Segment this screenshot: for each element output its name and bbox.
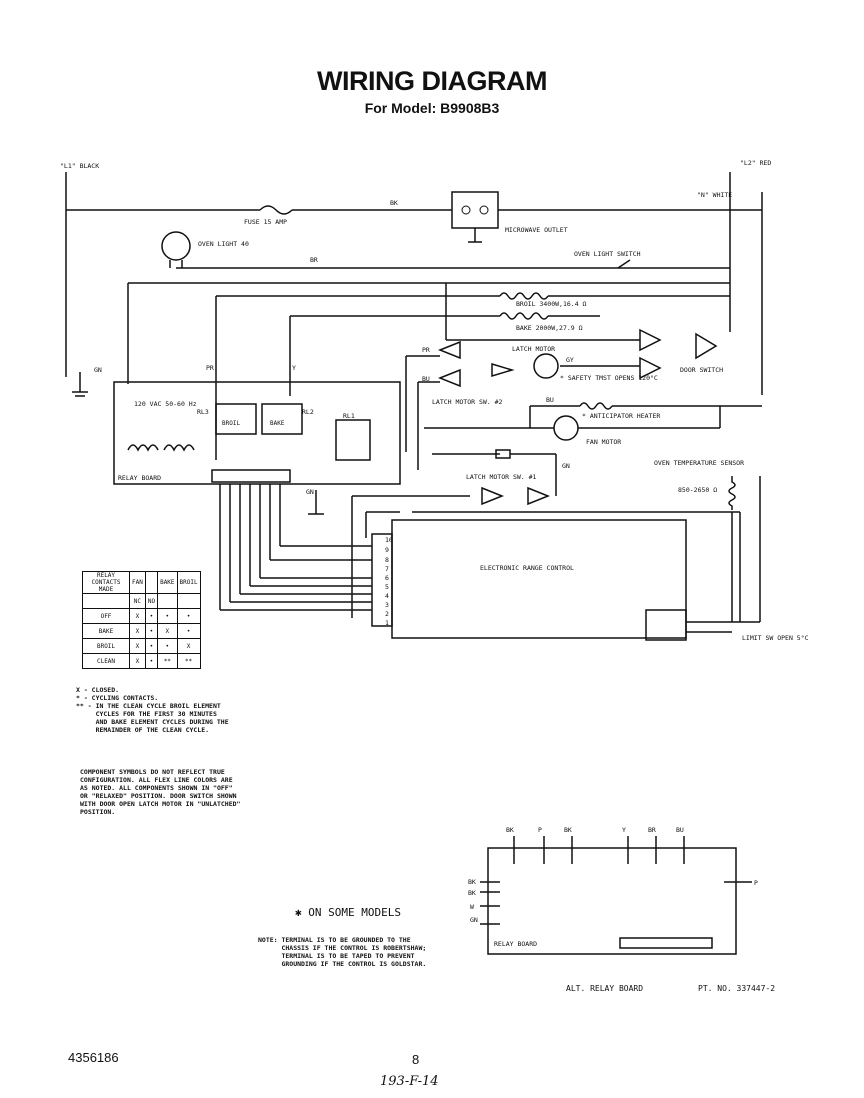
l1-label: "L1" BLACK: [60, 162, 99, 170]
rl3-relay: [215, 403, 257, 435]
svg-text:GN: GN: [470, 916, 478, 924]
svg-text:9: 9: [385, 546, 389, 554]
rl2-relay: [261, 403, 303, 435]
bake-element: [499, 312, 549, 320]
svg-text:7: 7: [385, 565, 389, 573]
electronic-range-control: [391, 519, 687, 639]
svg-text:BU: BU: [676, 826, 684, 834]
bake-label: BAKE 2000W,27.9 Ω: [516, 324, 583, 332]
latch-motor-sw1-label: LATCH MOTOR SW. #1: [466, 473, 537, 481]
svg-text:BROIL: BROIL: [222, 420, 240, 427]
oven-temp-sensor-label: OVEN TEMPERATURE SENSOR: [654, 459, 744, 467]
legend-note: X - CLOSED. * - CYCLING CONTACTS. ** - I…: [76, 686, 229, 734]
alt-relay-board: [487, 847, 737, 955]
svg-text:RELAY BOARD: RELAY BOARD: [494, 940, 537, 948]
svg-text:BAKE: BAKE: [270, 420, 285, 427]
svg-text:BK: BK: [468, 878, 476, 886]
table-row: RELAY CONTACTS MADE FAN BAKE BROIL: [82, 571, 201, 594]
oven-temp-sensor: [728, 476, 736, 510]
vac-label: 120 VAC 50-60 Hz: [134, 400, 197, 408]
svg-text:BR: BR: [310, 256, 318, 264]
relay-contacts-table: RELAY CONTACTS MADE FAN BAKE BROIL NC NO…: [82, 571, 201, 669]
svg-text:GN: GN: [94, 366, 102, 374]
model-subtitle: For Model: B9908B3: [364, 100, 500, 116]
latch-motor: [533, 353, 559, 379]
fuse: [259, 205, 293, 215]
svg-text:RL2: RL2: [302, 408, 314, 416]
svg-text:3: 3: [385, 601, 389, 609]
safety-tmst-label: * SAFETY TMST OPENS 120°C: [560, 374, 658, 382]
ground-note: NOTE: TERMINAL IS TO BE GROUNDED TO THE …: [258, 936, 427, 968]
svg-text:RL1: RL1: [343, 412, 355, 420]
latch-motor-sw2-label: LATCH MOTOR SW. #2: [432, 398, 503, 406]
relay-terminal-strip: [211, 469, 291, 483]
oven-light-label: OVEN LIGHT 40: [198, 240, 249, 248]
microwave-outlet: [451, 191, 499, 229]
relay-board: [113, 381, 401, 485]
svg-text:BK: BK: [390, 199, 398, 207]
doc-number: 4356186: [68, 1050, 119, 1065]
svg-text:8: 8: [385, 556, 389, 564]
svg-text:Y: Y: [292, 364, 296, 372]
svg-text:W: W: [470, 903, 474, 911]
svg-text:GY: GY: [566, 356, 574, 364]
fan-motor-label: FAN MOTOR: [586, 438, 621, 446]
relay-board-label: RELAY BOARD: [118, 474, 161, 482]
svg-text:BK: BK: [564, 826, 572, 834]
svg-text:2: 2: [385, 610, 389, 618]
n-label: "N" WHITE: [697, 191, 732, 199]
component-note: COMPONENT SYMBOLS DO NOT REFLECT TRUE CO…: [80, 768, 241, 816]
on-some-models-note: ✱ ON SOME MODELS: [295, 906, 401, 919]
svg-text:BR: BR: [648, 826, 656, 834]
handwritten-note: 193-F-14: [380, 1074, 439, 1089]
oven-light: [161, 231, 191, 261]
door-switch-label: DOOR SWITCH: [680, 366, 723, 374]
broil-element: [499, 292, 549, 300]
limit-sw-label: LIMIT SW OPEN 5°C: [742, 634, 809, 642]
svg-text:4: 4: [385, 592, 389, 600]
svg-text:10: 10: [385, 536, 393, 544]
table-row: NC NO: [82, 593, 201, 609]
svg-text:GN: GN: [562, 462, 570, 470]
anticipator-heater-label: * ANTICIPATOR HEATER: [582, 412, 660, 420]
alt-relay-board-label: ALT. RELAY BOARD: [566, 984, 644, 993]
erc-label: ELECTRONIC RANGE CONTROL: [480, 564, 574, 572]
fan-motor: [553, 415, 579, 441]
svg-text:BU: BU: [546, 396, 554, 404]
broil-label: BROIL 3400W,16.4 Ω: [516, 300, 587, 308]
sensor-range-label: 850-2650 Ω: [678, 486, 717, 494]
rl1-relay: [335, 419, 371, 461]
l2-label: "L2" RED: [740, 159, 771, 167]
part-number: PT. NO. 337447-2: [698, 984, 776, 993]
svg-text:6: 6: [385, 574, 389, 582]
svg-text:BU: BU: [422, 375, 430, 383]
fuse-label: FUSE 15 AMP: [244, 218, 287, 226]
terminal-numbers: 10 9 8 7 6 5 4 3 2 1: [385, 536, 393, 627]
svg-text:5: 5: [385, 583, 389, 591]
svg-text:Y: Y: [622, 826, 626, 834]
latch-motor-label: LATCH MOTOR: [512, 345, 555, 353]
svg-text:P: P: [754, 879, 758, 887]
svg-text:RL3: RL3: [197, 408, 209, 416]
svg-text:PR: PR: [206, 364, 214, 372]
microwave-outlet-label: MICROWAVE OUTLET: [505, 226, 568, 234]
page-title: WIRING DIAGRAM: [317, 66, 547, 96]
svg-text:P: P: [538, 826, 542, 834]
svg-text:1: 1: [385, 619, 389, 627]
page-number: 8: [412, 1052, 420, 1067]
svg-text:GN: GN: [306, 488, 314, 496]
svg-text:BK: BK: [468, 889, 476, 897]
svg-text:BK: BK: [506, 826, 514, 834]
oven-light-switch-label: OVEN LIGHT SWITCH: [574, 250, 641, 258]
svg-text:PR: PR: [422, 346, 430, 354]
